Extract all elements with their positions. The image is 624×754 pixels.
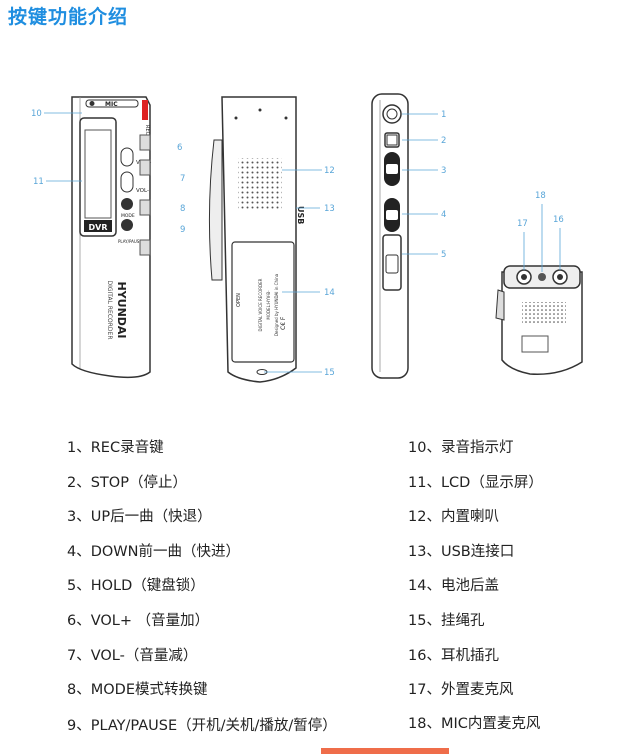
mode-label: MODE bbox=[121, 213, 135, 219]
top-speaker-grill bbox=[522, 302, 566, 324]
function-item: 1、REC录音键 bbox=[67, 440, 164, 456]
function-item: 11、LCD（显示屏） bbox=[408, 475, 543, 491]
callout-10: 10 bbox=[31, 109, 42, 119]
function-item: 10、录音指示灯 bbox=[408, 440, 514, 456]
function-item: 18、MIC内置麦克风 bbox=[408, 716, 541, 732]
function-item: 4、DOWN前一曲（快进） bbox=[67, 544, 240, 560]
callout-4: 4 bbox=[441, 210, 446, 220]
callout-11: 11 bbox=[33, 177, 44, 187]
callout-3: 3 bbox=[441, 166, 446, 176]
function-item: 15、挂绳孔 bbox=[408, 613, 485, 629]
back-label-3: Designed by HYUNDAI in China bbox=[274, 273, 279, 336]
callout-12: 12 bbox=[324, 166, 335, 176]
brand-subtitle: DIGITAL RECORDER bbox=[106, 281, 113, 340]
open-label: OPEN bbox=[236, 293, 242, 307]
front-view: MIC REC DVR VOL+ VOL- MODE PLAY/PAUSE HY… bbox=[71, 96, 152, 379]
play-label: PLAY/PAUSE bbox=[118, 239, 142, 244]
callout-13: 13 bbox=[324, 204, 335, 214]
screen-label: DVR bbox=[89, 223, 108, 232]
callout-16: 16 bbox=[553, 215, 564, 225]
function-item: 2、STOP（停止） bbox=[67, 475, 187, 491]
mic-label: MIC bbox=[105, 101, 118, 108]
callout-15: 15 bbox=[324, 368, 335, 378]
callout-2: 2 bbox=[441, 136, 446, 146]
function-item: 17、外置麦克风 bbox=[408, 682, 514, 698]
ce-label: C€ F bbox=[280, 316, 287, 330]
function-item: 9、PLAY/PAUSE（开机/关机/播放/暂停） bbox=[67, 718, 337, 734]
side-view bbox=[371, 93, 409, 379]
usb-label: USB bbox=[296, 206, 305, 224]
callout-numbers: 10 11 6 7 8 9 12 13 14 15 1 2 3 4 5 17 1… bbox=[31, 109, 564, 378]
function-item: 16、耳机插孔 bbox=[408, 648, 499, 664]
device-diagram: MIC REC DVR VOL+ VOL- MODE PLAY/PAUSE HY… bbox=[31, 93, 583, 383]
function-item: 13、USB连接口 bbox=[408, 544, 515, 560]
callout-7: 7 bbox=[180, 174, 185, 184]
speaker-grill bbox=[238, 158, 282, 210]
top-view bbox=[495, 265, 583, 375]
function-item: 6、VOL+ （音量加） bbox=[67, 613, 210, 629]
function-item: 3、UP后一曲（快退） bbox=[67, 509, 212, 525]
callout-5: 5 bbox=[441, 250, 446, 260]
callout-18: 18 bbox=[535, 191, 546, 201]
function-item: 5、HOLD（键盘锁） bbox=[67, 578, 205, 594]
callout-17: 17 bbox=[517, 219, 528, 229]
battery-cover bbox=[231, 241, 295, 363]
vol-minus-label: VOL- bbox=[136, 188, 149, 194]
bottom-tab-strip bbox=[321, 748, 449, 754]
back-label-1: DIGITAL VOICE RECORDER bbox=[258, 278, 263, 331]
page-title: 按键功能介绍 bbox=[8, 6, 129, 28]
function-item: 12、内置喇叭 bbox=[408, 509, 499, 525]
callout-8: 8 bbox=[180, 204, 185, 214]
callout-1: 1 bbox=[441, 110, 446, 120]
rec-side-label: REC bbox=[144, 125, 150, 136]
callout-14: 14 bbox=[324, 288, 335, 298]
function-item: 14、电池后盖 bbox=[408, 578, 499, 594]
callout-lines bbox=[44, 112, 561, 373]
callout-6: 6 bbox=[177, 143, 182, 153]
back-view: USB OPEN DIGITAL VOICE RECORDER MODEL:HY… bbox=[208, 96, 305, 383]
callout-9: 9 bbox=[180, 225, 185, 235]
brand-label: HYUNDAI bbox=[115, 281, 128, 338]
function-item: 7、VOL-（音量减） bbox=[67, 648, 198, 664]
back-label-2: MODEL:HYV-B- bbox=[266, 290, 271, 320]
function-item: 8、MODE模式转换键 bbox=[67, 682, 208, 698]
